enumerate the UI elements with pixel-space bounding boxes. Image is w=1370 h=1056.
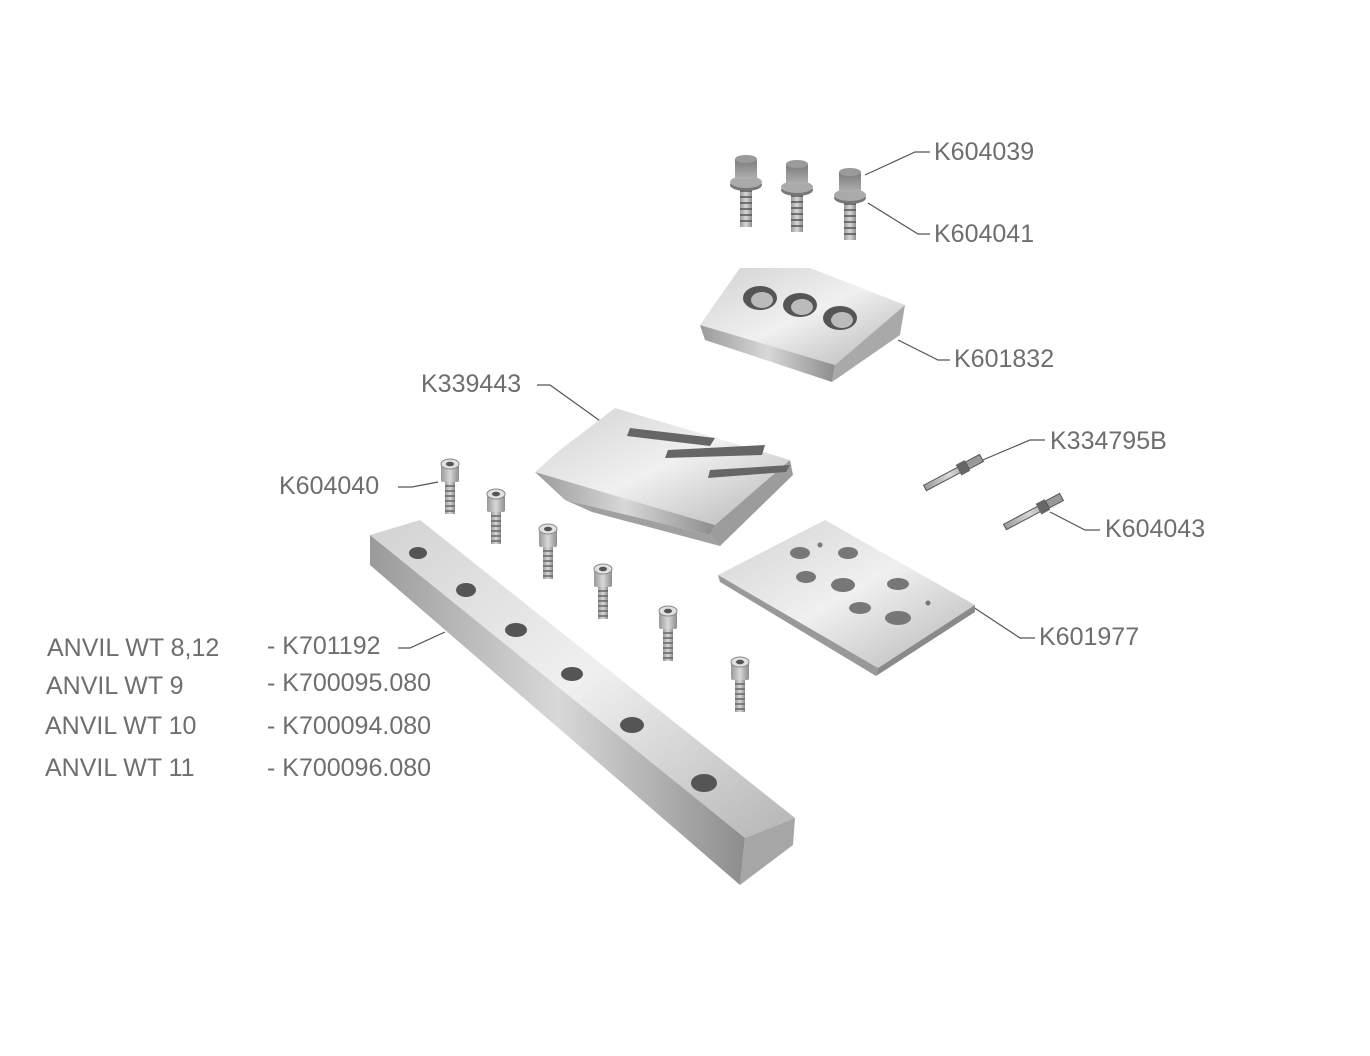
anvil-part: - K701192 xyxy=(267,632,381,660)
pins xyxy=(921,452,1065,533)
label-washer: K604041 xyxy=(934,220,1035,248)
anvil-name: ANVIL WT 10 xyxy=(45,712,197,740)
label-block: K601832 xyxy=(954,345,1055,373)
label-plate: K601977 xyxy=(1039,623,1140,651)
block-part xyxy=(700,268,905,382)
hex-bolts xyxy=(729,154,867,241)
label-blade: K339443 xyxy=(421,370,522,398)
anvil-name: ANVIL WT 8,12 xyxy=(47,634,220,662)
leader-lines xyxy=(398,151,1100,649)
anvil-name: ANVIL WT 11 xyxy=(45,754,195,782)
blade-part xyxy=(535,408,793,546)
label-socket-screw: K604040 xyxy=(279,472,380,500)
label-bolt: K604039 xyxy=(934,138,1035,166)
anvil-part: - K700096.080 xyxy=(267,754,432,782)
anvil-part: - K700094.080 xyxy=(267,712,432,740)
label-pin-b: K604043 xyxy=(1105,515,1206,543)
anvil-name: ANVIL WT 9 xyxy=(46,672,184,700)
plate-part xyxy=(718,520,975,676)
label-pin-a: K334795B xyxy=(1050,427,1167,455)
anvil-bar xyxy=(370,520,795,885)
anvil-part: - K700095.080 xyxy=(267,669,432,697)
